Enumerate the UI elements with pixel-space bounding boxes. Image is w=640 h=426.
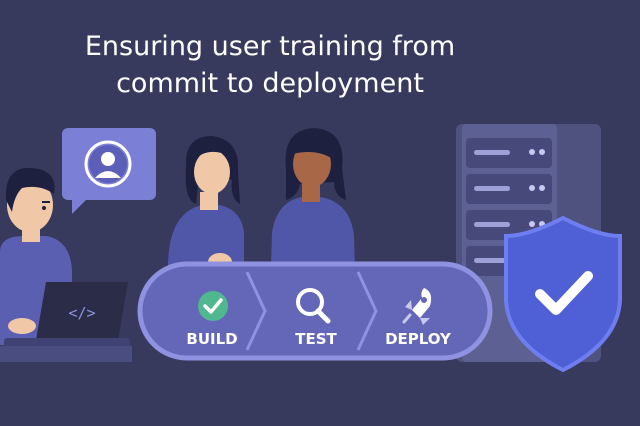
headline-line-2: commit to deployment bbox=[116, 68, 424, 99]
laptop bbox=[0, 282, 132, 362]
magnifier-icon bbox=[296, 288, 331, 324]
headline: Ensuring user training from commit to de… bbox=[40, 28, 500, 102]
stage-label-test: TEST bbox=[295, 330, 337, 348]
server-unit bbox=[466, 138, 552, 168]
hand bbox=[8, 318, 36, 334]
user-avatar-icon bbox=[84, 140, 132, 188]
chat-bubble bbox=[62, 128, 156, 214]
code-symbol: </> bbox=[68, 304, 95, 322]
server-unit bbox=[466, 174, 552, 204]
check-circle-icon bbox=[198, 291, 228, 321]
headline-line-1: Ensuring user training from bbox=[84, 31, 456, 62]
rocket-icon bbox=[402, 288, 432, 325]
stage-label-build: BUILD bbox=[186, 330, 238, 348]
shield-check-icon bbox=[504, 215, 622, 373]
stage-label-deploy: DEPLOY bbox=[385, 330, 451, 348]
